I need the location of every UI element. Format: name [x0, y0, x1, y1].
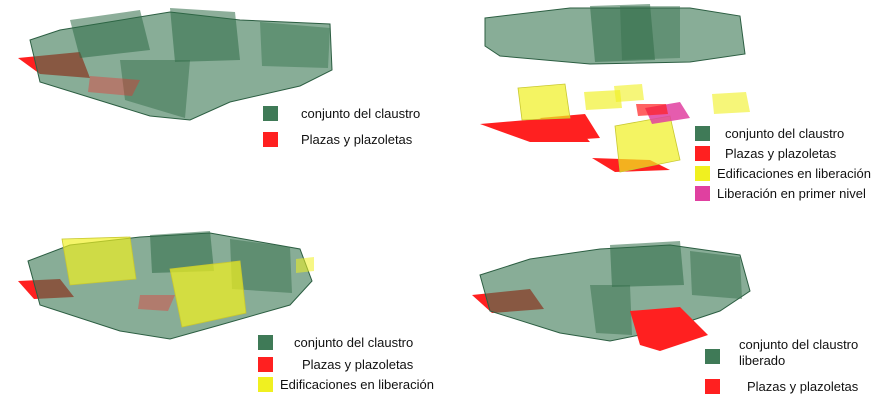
- plaza-area: [88, 76, 140, 96]
- legend-label: Plazas y plazoletas: [302, 357, 414, 372]
- claustro-volume: [170, 8, 240, 62]
- plaza-area: [630, 307, 708, 351]
- legend-swatch: [263, 106, 278, 121]
- edificacion-liberada: [712, 92, 750, 114]
- legend-swatch: [695, 126, 710, 141]
- axonometric-panel-1: conjunto del claustro Plazas y plazoleta…: [0, 0, 440, 200]
- edificacion-liberada: [296, 257, 314, 273]
- legend-swatch: [695, 146, 710, 161]
- legend-label: Plazas y plazoletas: [747, 379, 859, 394]
- claustro-volume: [690, 251, 742, 299]
- claustro-volume: [620, 6, 680, 60]
- legend-label: Plazas y plazoletas: [301, 132, 413, 147]
- claustro-volume: [590, 4, 655, 62]
- legend-label: Edificaciones en liberación: [280, 377, 434, 392]
- legend-swatch: [258, 377, 273, 392]
- claustro-model-1: [18, 8, 333, 121]
- claustro-model-2: [480, 4, 750, 173]
- legend-label: conjunto del claustro: [725, 126, 845, 141]
- edificacion-liberada: [169, 260, 247, 328]
- legend-label: Plazas y plazoletas: [725, 146, 837, 161]
- claustro-model-4: [472, 241, 751, 351]
- claustro-volume: [230, 239, 292, 293]
- edificacion-liberada: [614, 84, 644, 102]
- legend-swatch: [258, 335, 273, 350]
- claustro-volume: [260, 22, 330, 68]
- legend-label: conjunto del claustro: [739, 337, 859, 352]
- legend-swatch: [258, 357, 273, 372]
- axonometric-panel-3: conjunto del claustro Plazas y plazoleta…: [0, 215, 440, 398]
- legend-swatch: [705, 379, 720, 394]
- claustro-volume: [610, 241, 684, 287]
- plaza-area: [138, 295, 175, 311]
- edificacion-liberada: [584, 90, 622, 110]
- legend-label: liberado: [739, 353, 786, 368]
- legend-label: Liberación en primer nivel: [717, 186, 866, 201]
- axonometric-panel-2: conjunto del claustro Plazas y plazoleta…: [440, 0, 876, 215]
- claustro-volume: [120, 60, 190, 118]
- legend-swatch: [705, 349, 720, 364]
- legend-label: conjunto del claustro: [301, 106, 421, 121]
- legend-label: conjunto del claustro: [294, 335, 414, 350]
- legend-label: Edificaciones en liberación: [717, 166, 871, 181]
- edificacion-liberada: [517, 83, 571, 121]
- claustro-volume: [70, 10, 150, 58]
- legend-swatch: [695, 166, 710, 181]
- edificacion-liberada: [61, 236, 137, 286]
- plaza-area: [636, 104, 668, 116]
- legend-swatch: [263, 132, 278, 147]
- edificacion-liberada: [614, 115, 681, 173]
- axonometric-panel-4: conjunto del claustro liberado Plazas y …: [440, 215, 876, 398]
- claustro-volume: [590, 285, 632, 335]
- claustro-volume: [150, 231, 214, 273]
- plaza-area: [540, 114, 600, 140]
- legend-swatch: [695, 186, 710, 201]
- claustro-model-3: [18, 231, 314, 340]
